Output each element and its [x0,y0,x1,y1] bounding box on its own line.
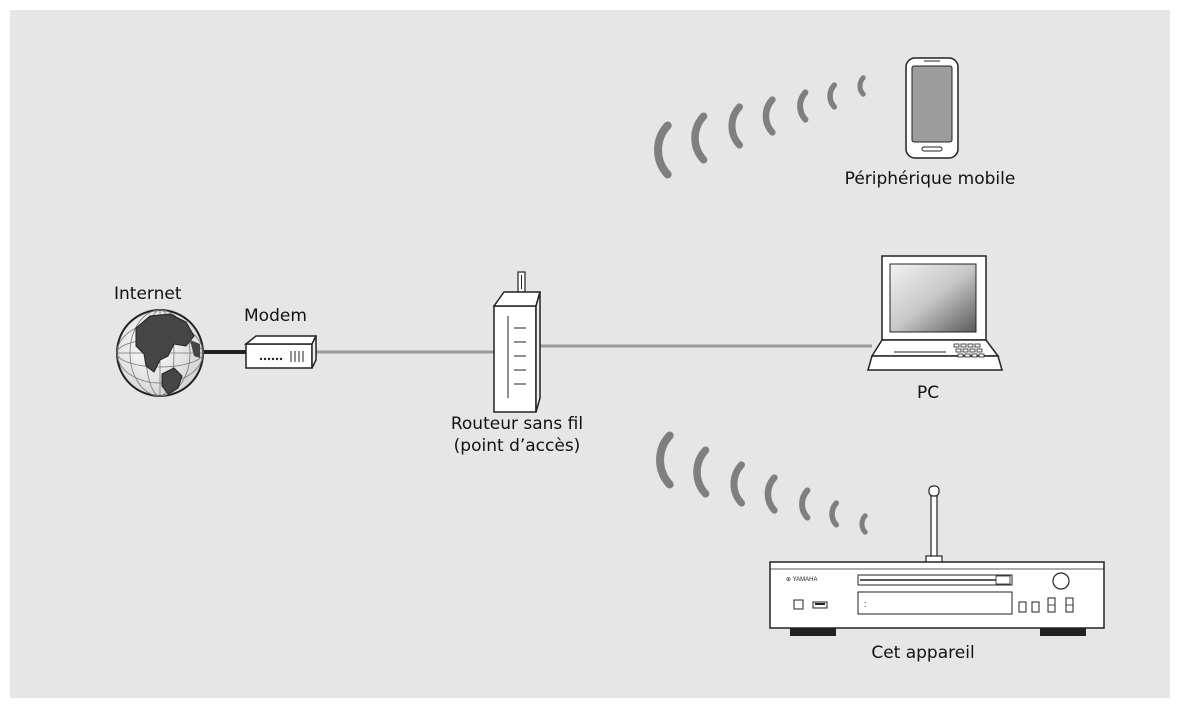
internet-label: Internet [114,284,182,304]
wifi-wave-arc [654,121,672,179]
wifi-wave-arc [827,82,838,110]
device-label: Cet appareil [871,643,975,663]
wifi-wave-arc [797,89,809,123]
wifi-wave-arc [857,75,866,97]
wifi-wave-arc [730,461,745,507]
wifi-wave-arc [691,112,708,164]
wifi-wave-arc [693,446,710,498]
smartphone-icon [905,57,959,159]
router-label: Routeur sans fil (point d’accès) [443,413,591,457]
router-label-line1: Routeur sans fil [450,414,584,434]
player-antenna [930,491,938,567]
svg-text::: : [864,599,867,609]
brand-logo: ⊕ YAMAHA [786,577,817,583]
mobile-label: Périphérique mobile [844,169,1016,189]
router-label-line2: (point d’accès) [453,436,581,456]
wifi-wave-arc [829,500,840,528]
router-icon [492,271,541,413]
wifi-wave-arc [728,103,743,149]
modem-icon [243,335,318,369]
wifi-wave-arc [656,431,674,489]
wifi-wave-arc [799,487,811,521]
globe-icon [116,309,204,397]
wifi-wave-arc [859,513,868,535]
network-player-icon: ⊕ YAMAHA : [769,485,1105,636]
network-cables [204,344,872,354]
modem-label: Modem [244,306,307,326]
pc-label: PC [916,383,940,403]
network-diagram: ⊕ YAMAHA : [116,57,1105,636]
diagram-canvas: ⊕ YAMAHA : Internet Modem Routeur sans f… [10,10,1170,698]
wifi-wave-icon [654,75,866,179]
laptop-icon [867,255,1003,371]
wifi-wave-arc [762,96,776,136]
wifi-wave-icon [656,431,868,535]
wifi-wave-arc [764,474,778,514]
